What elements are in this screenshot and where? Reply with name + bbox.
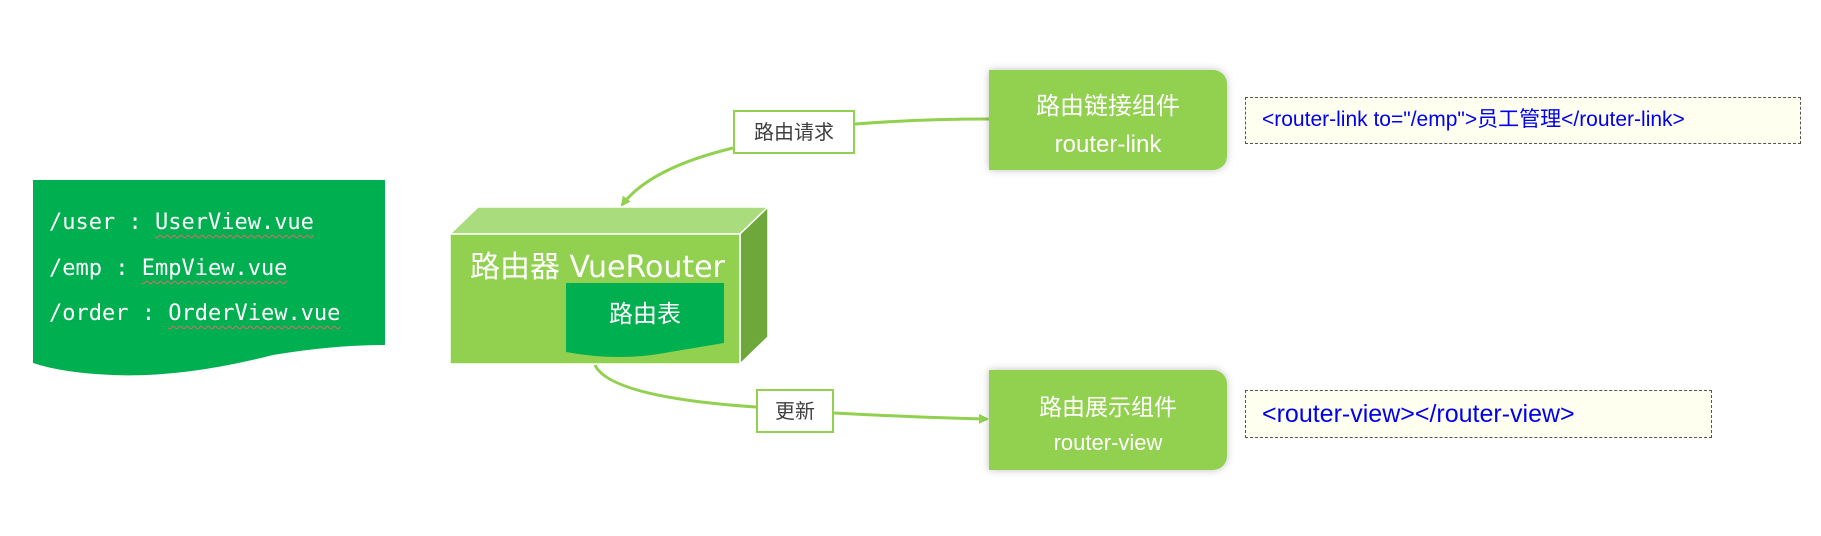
document-shape (33, 180, 385, 376)
router-cube-top (448, 206, 770, 235)
route-path: /user (49, 210, 116, 235)
route-path: /order (49, 301, 129, 326)
route-component: EmpView.vue (141, 256, 288, 281)
router-view-title: 路由展示组件 (1039, 395, 1177, 421)
router-link-node: 路由链接组件 router-link (989, 70, 1227, 170)
route-table-label: 路由表 (609, 300, 681, 328)
router-link-title: 路由链接组件 (1036, 92, 1180, 120)
route-row-user: /user : UserView.vue (49, 210, 314, 235)
router-view-code-snippet: <router-view></router-view> (1245, 390, 1712, 438)
route-row-emp: /emp : EmpView.vue (49, 256, 288, 281)
route-component: UserView.vue (154, 210, 314, 235)
route-path: /emp (49, 256, 102, 281)
route-request-label: 路由请求 (733, 110, 855, 154)
router-view-node: 路由展示组件 router-view (989, 370, 1227, 470)
router-cube-side (739, 205, 769, 366)
update-label: 更新 (756, 389, 834, 433)
link-to-request-edge (854, 117, 990, 126)
router-link-name: router-link (1054, 131, 1162, 158)
router-title: 路由器 VueRouter (470, 250, 725, 285)
router-link-code-snippet: <router-link to="/emp">员工管理</router-link… (1245, 97, 1801, 144)
request-to-router-arrow (620, 146, 734, 207)
routes-table-document: /user : UserView.vue /emp : EmpView.vue … (33, 180, 385, 385)
router-to-update-edge (593, 364, 757, 409)
route-table-shape (566, 283, 724, 357)
route-component: OrderView.vue (168, 301, 341, 326)
route-row-order: /order : OrderView.vue (49, 301, 341, 326)
router-cube (448, 205, 770, 366)
update-to-view-arrow (833, 411, 989, 424)
router-view-name: router-view (1053, 430, 1163, 455)
